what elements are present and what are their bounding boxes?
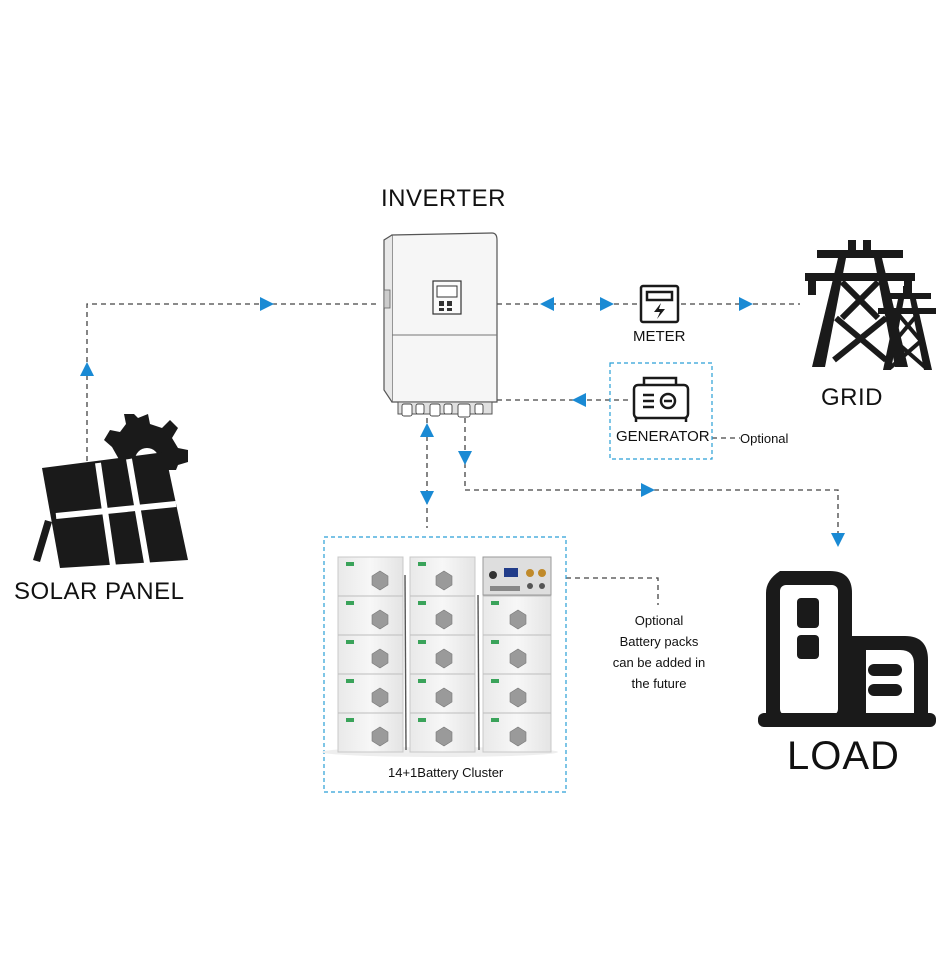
meter-icon bbox=[639, 284, 680, 324]
arrow-generator-left bbox=[572, 393, 586, 407]
battery-column-1 bbox=[337, 556, 404, 753]
inverter-image bbox=[383, 232, 498, 418]
grid-tower-icon bbox=[805, 240, 936, 370]
note-line: can be added in bbox=[612, 655, 706, 670]
battery-cluster-box bbox=[323, 536, 567, 793]
arrow-load-down-1 bbox=[458, 451, 472, 465]
battery-cluster-label: 14+1Battery Cluster bbox=[388, 765, 504, 780]
arrow-inverter-left bbox=[540, 297, 554, 311]
solar-panel-icon bbox=[33, 414, 188, 568]
note-line: Optional bbox=[634, 613, 684, 628]
generator-optional-label: Optional bbox=[740, 431, 789, 446]
arrow-meter-right bbox=[600, 297, 614, 311]
load-building-icon bbox=[758, 571, 936, 727]
line-battery-note bbox=[566, 577, 659, 605]
line-solar-to-inverter bbox=[86, 303, 380, 470]
arrow-battery-up bbox=[420, 423, 434, 437]
generator-icon bbox=[632, 376, 690, 422]
battery-control-box bbox=[482, 556, 552, 596]
note-line: the future bbox=[631, 676, 687, 691]
arrow-solar-up bbox=[80, 362, 94, 376]
battery-cluster-image bbox=[322, 556, 558, 757]
inverter-label: INVERTER bbox=[381, 185, 506, 212]
generator-optional-box bbox=[609, 362, 713, 460]
generator-label: GENERATOR bbox=[616, 428, 710, 445]
grid-label: GRID bbox=[821, 384, 883, 411]
arrow-battery-down bbox=[420, 491, 434, 505]
arrow-solar-right bbox=[260, 297, 274, 311]
meter-label: METER bbox=[633, 328, 686, 345]
flow-arrows bbox=[80, 297, 845, 547]
battery-optional-note: Optional Battery packs can be added in t… bbox=[592, 610, 726, 694]
solar-panel-label: SOLAR PANEL bbox=[14, 578, 185, 605]
load-label: LOAD bbox=[787, 734, 900, 778]
arrow-load-down-2 bbox=[831, 533, 845, 547]
arrow-grid-right bbox=[739, 297, 753, 311]
arrow-load-right bbox=[641, 483, 655, 497]
note-line: Battery packs bbox=[619, 634, 699, 649]
